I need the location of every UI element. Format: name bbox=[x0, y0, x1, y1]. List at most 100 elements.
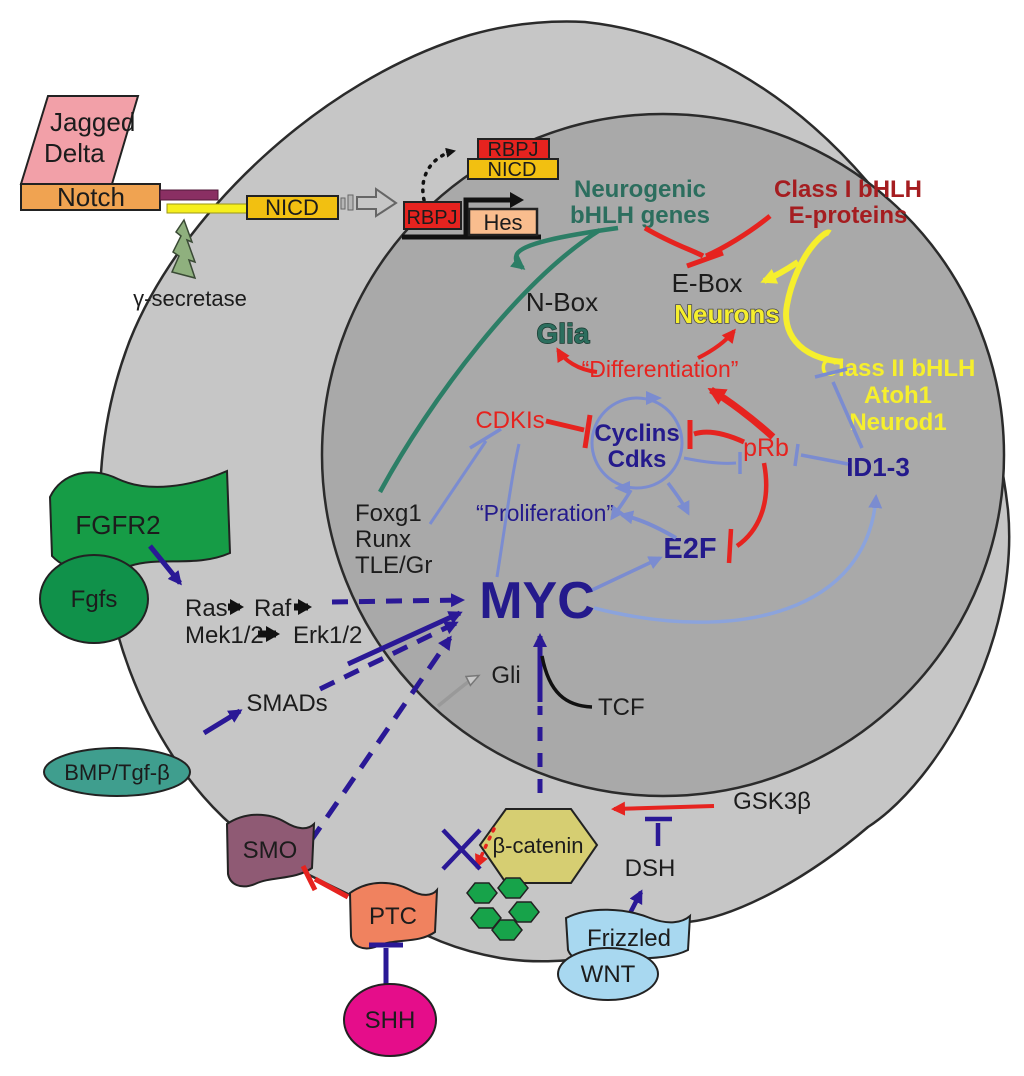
nicd-nuclear-box bbox=[467, 158, 559, 180]
neurogenic-bhlh-label-line1: Neurogenic bbox=[574, 176, 706, 203]
myc-label: MYC bbox=[479, 572, 595, 630]
hes-transcription-arrow bbox=[463, 192, 524, 237]
foxg1-label-line1: Foxg1 bbox=[355, 500, 422, 527]
nicd-membrane-label: NICD bbox=[265, 195, 319, 220]
gli-label: Gli bbox=[491, 662, 520, 689]
shh-label: SHH bbox=[365, 1007, 416, 1034]
cyclins-label-line2: Cdks bbox=[608, 446, 667, 473]
ptc-label: PTC bbox=[369, 903, 417, 930]
to-gli-arrow bbox=[436, 674, 478, 708]
prb-to-cyclins-inhibit bbox=[693, 429, 746, 445]
jagged-label-line2: Delta bbox=[44, 138, 105, 168]
cyclins-to-prb-inhibit bbox=[683, 456, 737, 465]
bcatenin-degradation-dotted-arrow bbox=[475, 827, 496, 869]
prb-label: pRb bbox=[743, 434, 789, 462]
cyclins-to-proliferation-arrow bbox=[610, 489, 633, 521]
id13-to-prb-inhibit bbox=[800, 453, 849, 466]
degradation-hexagon bbox=[470, 907, 502, 929]
smo-to-myc-dashed-arrow bbox=[307, 635, 453, 844]
cyclins-cycle-arrowhead-top bbox=[646, 391, 662, 405]
dsh-label: DSH bbox=[625, 855, 676, 882]
e2f-to-proliferation-arrow bbox=[619, 510, 678, 540]
proliferation-label: “Proliferation” bbox=[476, 500, 614, 526]
myc-to-e2f-arrow bbox=[589, 556, 663, 593]
gsk3b-to-bcatenin-arrow bbox=[611, 801, 715, 816]
cdkis-inhibit-tbar bbox=[469, 427, 502, 450]
glia-label: Glia bbox=[537, 318, 590, 349]
fgfs-ligand bbox=[39, 554, 149, 644]
cdkis-to-cyclins-inhibit bbox=[545, 418, 585, 433]
ebox-inhibit-tbar bbox=[686, 250, 724, 269]
raf-label: Raf bbox=[254, 595, 292, 622]
myc-to-cdkis-line bbox=[495, 443, 521, 578]
degradation-blocked-x-2 bbox=[441, 828, 482, 871]
nucleus bbox=[320, 112, 1006, 798]
bmp-to-smads-arrow bbox=[202, 708, 243, 736]
prb-to-e2f-inhibit bbox=[735, 462, 769, 548]
nicd-nuclear-label: NICD bbox=[488, 159, 537, 181]
id13-to-class2-tbar bbox=[814, 367, 848, 379]
neurogenic-to-nbox-arrow bbox=[510, 225, 619, 270]
diff-to-glia-arrow bbox=[556, 347, 598, 374]
ptc-to-smo-tbar bbox=[300, 864, 318, 892]
smo-receptor bbox=[225, 813, 316, 888]
id13-label: ID1-3 bbox=[846, 452, 910, 482]
notch-transmembrane-bar bbox=[159, 189, 219, 201]
erk-label: Erk1/2 bbox=[293, 622, 362, 649]
nbox-label: N-Box bbox=[526, 287, 598, 317]
degradation-hexagon bbox=[466, 882, 498, 904]
raf-to-myc-dashed-arrow bbox=[331, 593, 465, 608]
fgfr2-to-ras-arrow bbox=[148, 544, 182, 586]
foxg1-label-line2: Runx bbox=[355, 526, 411, 553]
smads-label: SMADs bbox=[246, 690, 327, 717]
diff-to-neurons-arrow bbox=[697, 328, 736, 360]
tcf-curve bbox=[540, 655, 593, 709]
nicd-connector-bit1 bbox=[340, 197, 346, 210]
gamma-secretase-label: γ-secretase bbox=[133, 286, 247, 311]
class2-curve bbox=[783, 229, 844, 365]
prb-to-diff-arrow bbox=[707, 386, 776, 440]
foxg1-to-cdkis-line bbox=[428, 440, 488, 525]
tcf-label: TCF bbox=[598, 694, 645, 721]
id13-to-prb-tbar bbox=[793, 443, 800, 467]
class2-bhlh-label-line3: Neurod1 bbox=[849, 409, 946, 436]
ptc-receptor bbox=[348, 881, 439, 950]
ptc-to-smo-inhibit bbox=[313, 876, 350, 900]
myc-to-id13-arrow bbox=[593, 494, 883, 624]
nicd-stalk-bar bbox=[166, 203, 252, 214]
class2-bhlh-label-line2: Atoh1 bbox=[864, 382, 932, 409]
notch-label: Notch bbox=[57, 182, 125, 212]
class1-bhlh-label-line2: E-proteins bbox=[789, 202, 908, 229]
degradation-hexagon bbox=[508, 901, 540, 923]
fgfr2-label: FGFR2 bbox=[75, 510, 160, 540]
bmp-ligand bbox=[43, 747, 191, 797]
rbpj-active-label: RBPJ bbox=[487, 139, 538, 161]
wnt-ligand bbox=[557, 947, 659, 1001]
class1-bhlh-label-line1: Class I bHLH bbox=[774, 176, 922, 203]
rbpj-promoter-label: RBPJ bbox=[406, 207, 457, 229]
mek-label: Mek1/2 bbox=[185, 622, 264, 649]
gamma-secretase-zigzag bbox=[170, 218, 197, 280]
erk-to-myc-arrow bbox=[346, 610, 463, 667]
rbpj-promoter-box bbox=[403, 201, 462, 230]
foxg1-to-neurogenic-line bbox=[378, 228, 602, 494]
wnt-label: WNT bbox=[581, 961, 636, 988]
notch-receptor bbox=[20, 183, 161, 211]
hes-gene-label: Hes bbox=[483, 210, 522, 235]
neurogenic-bhlh-label-line2: bHLH genes bbox=[570, 202, 710, 229]
cyclins-to-e2f-arrow bbox=[666, 481, 690, 516]
beta-catenin-label: β-catenin bbox=[493, 833, 584, 858]
fgfs-label: Fgfs bbox=[71, 586, 118, 613]
e2f-label: E2F bbox=[663, 533, 716, 565]
nicd-translocation-arrow bbox=[356, 187, 398, 218]
degradation-complex-hexagons bbox=[466, 877, 540, 941]
jagged-label-line1: Jagged bbox=[50, 107, 135, 137]
prb-to-e2f-tbar bbox=[726, 528, 734, 564]
ras-label: Ras bbox=[185, 595, 228, 622]
bmp-label: BMP/Tgf-β bbox=[64, 760, 170, 785]
gsk3b-label: GSK3β bbox=[733, 788, 811, 815]
nicd-connector-bit2 bbox=[347, 194, 354, 211]
class1-ebox-inhibit-branch2 bbox=[704, 214, 772, 259]
cyclins-cycle-arrowhead-bottom bbox=[614, 481, 630, 495]
